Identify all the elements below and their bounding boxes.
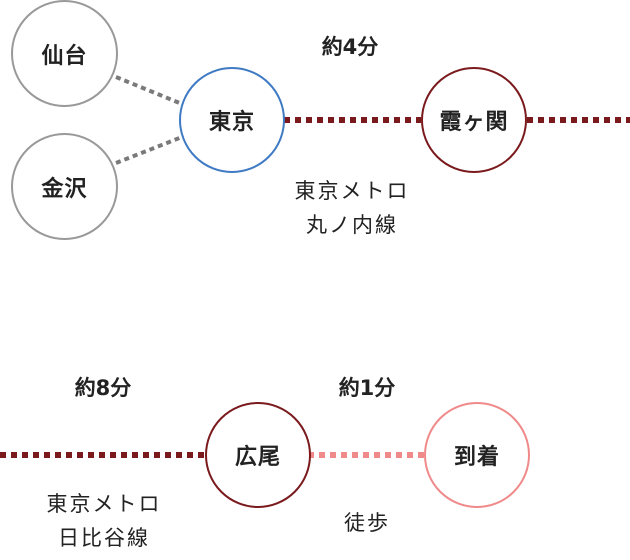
station-kasumigaseki: 霞ヶ関 [421, 67, 527, 173]
station-hiroo: 広尾 [205, 402, 311, 508]
station-hiroo-label: 広尾 [234, 445, 281, 470]
marunouchi-line-operator: 東京メトロ [294, 179, 410, 203]
marunouchi-time: 約4分 [321, 35, 379, 59]
station-kanazawa-label: 金沢 [41, 176, 88, 202]
hibiya-line-name: 東京メトロ 日比谷線 [14, 487, 194, 555]
station-sendai: 仙台 [11, 0, 118, 107]
walk-time: 約1分 [338, 376, 396, 400]
station-sendai-label: 仙台 [41, 43, 88, 69]
connector-kanazawa-tokyo [115, 135, 183, 165]
hibiya-line-title: 日比谷線 [58, 526, 150, 550]
connector-sendai-tokyo [115, 75, 183, 106]
walk-mode: 徒歩 [344, 511, 390, 535]
station-tokyo-label: 東京 [208, 110, 255, 135]
marunouchi-line-name: 東京メトロ 丸ノ内線 [262, 174, 442, 242]
marunouchi-line-title: 丸ノ内線 [306, 213, 398, 237]
hibiya-time: 約8分 [74, 376, 132, 400]
station-kasumigaseki-label: 霞ヶ関 [439, 110, 509, 135]
hibiya-line-operator: 東京メトロ [46, 492, 162, 516]
station-arrival-label: 到着 [453, 445, 500, 470]
station-tokyo: 東京 [179, 67, 285, 173]
station-arrival: 到着 [424, 402, 530, 508]
station-kanazawa: 金沢 [11, 133, 118, 240]
